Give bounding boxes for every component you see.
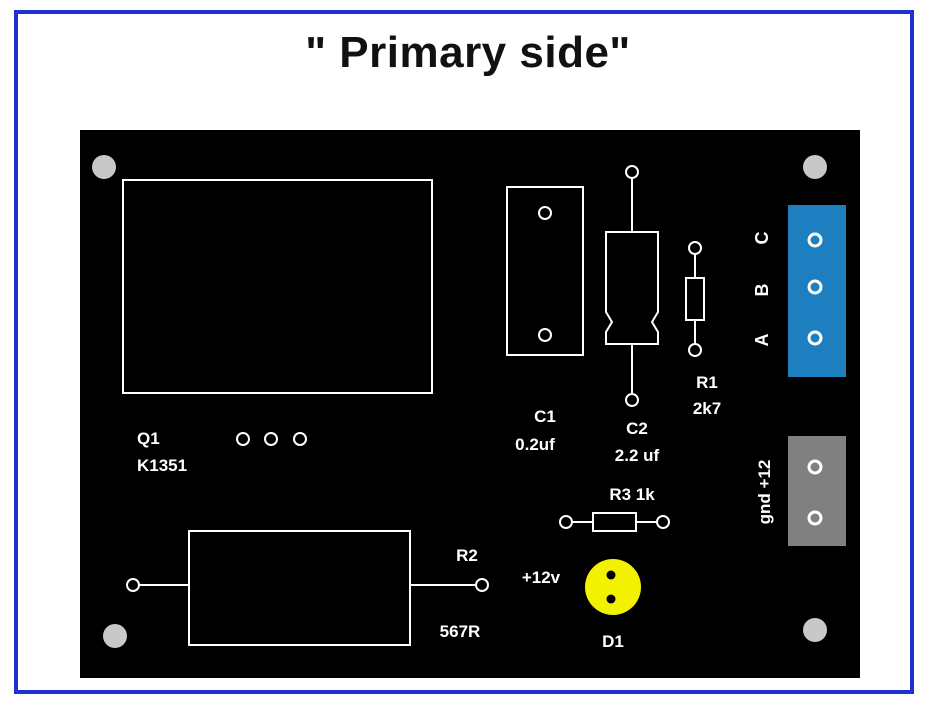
abc-connector-body <box>788 205 846 377</box>
q1-pad-3 <box>293 432 307 446</box>
d1-led-body <box>585 559 641 615</box>
power-connector-label: gnd +12 <box>755 460 774 525</box>
d1-pad-2 <box>606 594 616 604</box>
d1-ref-label: D1 <box>602 632 624 651</box>
abc-label-a: A <box>752 334 772 347</box>
d1-led: D1 <box>585 559 641 651</box>
power-pin-plus12 <box>807 459 823 475</box>
r3-label: R3 1k <box>609 485 655 504</box>
r2-value-label: 567R <box>440 622 481 641</box>
mounting-holes <box>92 155 827 648</box>
q1-value-label: K1351 <box>137 456 187 475</box>
r2-pad-right <box>475 578 489 592</box>
power-pin-gnd <box>807 510 823 526</box>
c1-pad-1 <box>538 206 552 220</box>
r3-pad-right <box>656 515 670 529</box>
d1-pad-1 <box>606 570 616 580</box>
c1-pad-2 <box>538 328 552 342</box>
abc-pin-c <box>807 232 823 248</box>
c1-outline <box>506 186 584 356</box>
r1-component <box>685 241 705 357</box>
r2-body <box>188 530 411 646</box>
mount-hole-top-right <box>803 155 827 179</box>
power-connector-body <box>788 436 846 546</box>
diagram-title: " Primary side" <box>305 28 631 77</box>
r2-ref-label: R2 <box>456 546 478 565</box>
q1-outline <box>122 179 433 394</box>
q1-pad-1 <box>236 432 250 446</box>
r3-component <box>559 512 670 532</box>
q1-ref-label: Q1 <box>137 429 160 448</box>
c2-value-label: 2.2 uf <box>615 446 660 465</box>
c2-component <box>605 165 659 407</box>
c2-pad-bottom <box>625 393 639 407</box>
c1-component: C1 0.2uf <box>506 186 584 454</box>
q1-component: Q1 K1351 <box>122 179 433 475</box>
power-connector: gnd +12 <box>755 436 846 546</box>
r1-value-label: 2k7 <box>693 399 721 418</box>
abc-connector: C B A <box>752 205 846 377</box>
pcb-board <box>80 130 860 678</box>
mount-hole-bottom-right <box>803 618 827 642</box>
c1-ref-label: C1 <box>534 407 556 426</box>
c2-body <box>605 231 659 345</box>
q1-pad-2 <box>264 432 278 446</box>
r1-ref-label: R1 <box>696 373 718 392</box>
mount-hole-bottom-left <box>103 624 127 648</box>
c2-ref-label: C2 <box>626 419 648 438</box>
abc-pin-a <box>807 330 823 346</box>
abc-pin-b <box>807 279 823 295</box>
supply-label: +12v <box>522 568 561 587</box>
r2-component <box>126 530 489 646</box>
mount-hole-top-left <box>92 155 116 179</box>
c1-value-label: 0.2uf <box>515 435 555 454</box>
abc-label-c: C <box>752 232 772 245</box>
abc-label-b: B <box>752 284 772 297</box>
r1-pad-bottom <box>688 343 702 357</box>
